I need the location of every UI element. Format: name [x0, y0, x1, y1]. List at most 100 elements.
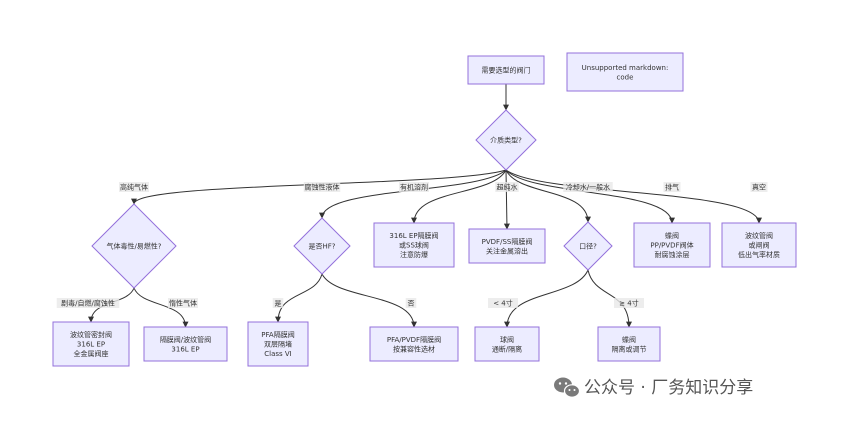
edge-label-hf-pfapvdf: 否 — [405, 298, 417, 308]
node-text: 隔膜阀/波纹管阀 — [160, 335, 211, 344]
node-text: PVDF/SS隔膜阀 — [482, 237, 533, 246]
node-text: 波纹管密封阀 — [70, 330, 112, 339]
node-text: 或SS球阀 — [399, 241, 429, 250]
edge-label-medium-hf: 腐蚀性液体 — [303, 182, 341, 192]
wechat-icon — [554, 377, 581, 398]
node-text: PFA/PVDF隔膜阀 — [387, 335, 441, 344]
edge-medium-hf — [319, 169, 507, 219]
edge-label-gas-inert: 惰性气体 — [168, 298, 198, 308]
process-shape — [468, 228, 546, 264]
edge-label-text: 超纯水 — [497, 183, 518, 192]
process-shape — [247, 321, 309, 367]
node-medium: 介质类型? — [475, 109, 537, 171]
node-text: 低出气率材质 — [738, 250, 780, 259]
edge-medium-org — [411, 169, 507, 224]
node-text: 关注金属溶出 — [486, 246, 528, 255]
node-text: 气体毒性/易燃性? — [106, 242, 161, 251]
node-text: 是否HF? — [308, 243, 335, 251]
process-shape — [369, 326, 459, 362]
edge-label-text: < 4寸 — [493, 299, 513, 308]
node-text: 316L EP — [77, 341, 105, 349]
node-text: PFA隔膜阀 — [261, 330, 294, 339]
process-shape — [566, 52, 684, 92]
process-shape — [474, 326, 540, 362]
edge-label-medium-size: 冷却水/一般水 — [563, 182, 613, 192]
edge-medium-size — [505, 169, 591, 223]
edge-label-text: 高纯气体 — [120, 183, 148, 192]
process-shape — [52, 321, 130, 367]
edge-label-medium-gas: 高纯气体 — [119, 182, 149, 192]
node-size: 口径? — [563, 221, 613, 271]
node-text: 或闸阀 — [749, 241, 770, 250]
node-text: 隔离或调节 — [612, 344, 647, 353]
process-shape — [467, 55, 545, 85]
node-text: 通断/隔离 — [492, 344, 522, 353]
node-start: 需要选型的阀门 — [467, 55, 545, 85]
edge-label-text: ≥ 4寸 — [619, 299, 639, 308]
watermark: 公众号 · 厂务知识分享 — [554, 377, 753, 398]
node-text: PP/PVDF阀体 — [650, 241, 693, 250]
edge-label-medium-uhp: 超纯水 — [495, 182, 519, 192]
node-note: Unsupported markdown:code — [566, 52, 684, 92]
decision-shape — [475, 109, 537, 171]
process-shape — [633, 222, 711, 268]
node-text: 耐腐蚀涂层 — [655, 250, 690, 259]
edge-label-text: 否 — [408, 300, 415, 308]
edge-label-text: 腐蚀性液体 — [305, 183, 340, 192]
decision-shape — [91, 203, 177, 289]
edge-size-butterfly — [587, 269, 632, 328]
edge-hf-pfa — [275, 273, 323, 323]
edge-medium-gas — [131, 169, 507, 205]
node-text: 波纹管阀 — [745, 231, 773, 240]
watermark-text: 公众号 · 厂务知识分享 — [584, 378, 753, 398]
edge-size-ball — [504, 269, 589, 328]
process-shape — [721, 222, 797, 268]
edge-label-hf-pfa: 是 — [272, 298, 284, 308]
node-text: Class VI — [264, 350, 292, 358]
edge-label-medium-exh: 排气 — [663, 182, 681, 192]
node-text: 按兼容性选材 — [393, 344, 435, 353]
edge-label-text: 有机溶剂 — [400, 183, 428, 192]
node-text: 蝶阀 — [622, 335, 636, 344]
node-text: 316L EP隔膜阀 — [389, 231, 438, 240]
process-shape — [373, 222, 455, 268]
node-text: 全金属阀座 — [74, 349, 109, 358]
edge-medium-uhp — [503, 169, 510, 230]
node-text: 316L EP — [171, 345, 199, 353]
decision-shape — [293, 217, 351, 275]
node-text: 口径? — [579, 242, 597, 251]
edge-hf-pfapvdf — [321, 273, 417, 328]
edge-label-text: 剧毒/自燃/腐蚀性 — [61, 299, 115, 308]
node-text: 双层隔堵 — [264, 340, 292, 349]
edge-medium-vac — [505, 169, 762, 224]
process-shape — [143, 326, 228, 362]
node-text: Unsupported markdown: — [582, 64, 669, 72]
edge-label-medium-org: 有机溶剂 — [399, 182, 429, 192]
node-text: 需要选型的阀门 — [482, 66, 531, 75]
edge-label-size-butterfly: ≥ 4寸 — [614, 298, 644, 308]
node-gas: 气体毒性/易燃性? — [91, 203, 177, 289]
edge-label-text: 惰性气体 — [169, 299, 197, 308]
edge-label-text: 冷却水/一般水 — [566, 183, 610, 192]
node-text: 蝶阀 — [665, 231, 679, 240]
node-text: code — [617, 73, 634, 81]
edge-label-size-ball: < 4寸 — [488, 298, 518, 308]
edge-label-medium-vac: 真空 — [750, 182, 768, 192]
edge-gas-inert — [133, 287, 189, 328]
edge-label-text: 真空 — [752, 183, 766, 192]
edge-medium-exh — [505, 169, 675, 224]
node-hf: 是否HF? — [293, 217, 351, 275]
node-text: 球阀 — [500, 335, 514, 344]
node-text: 介质类型? — [490, 136, 522, 145]
